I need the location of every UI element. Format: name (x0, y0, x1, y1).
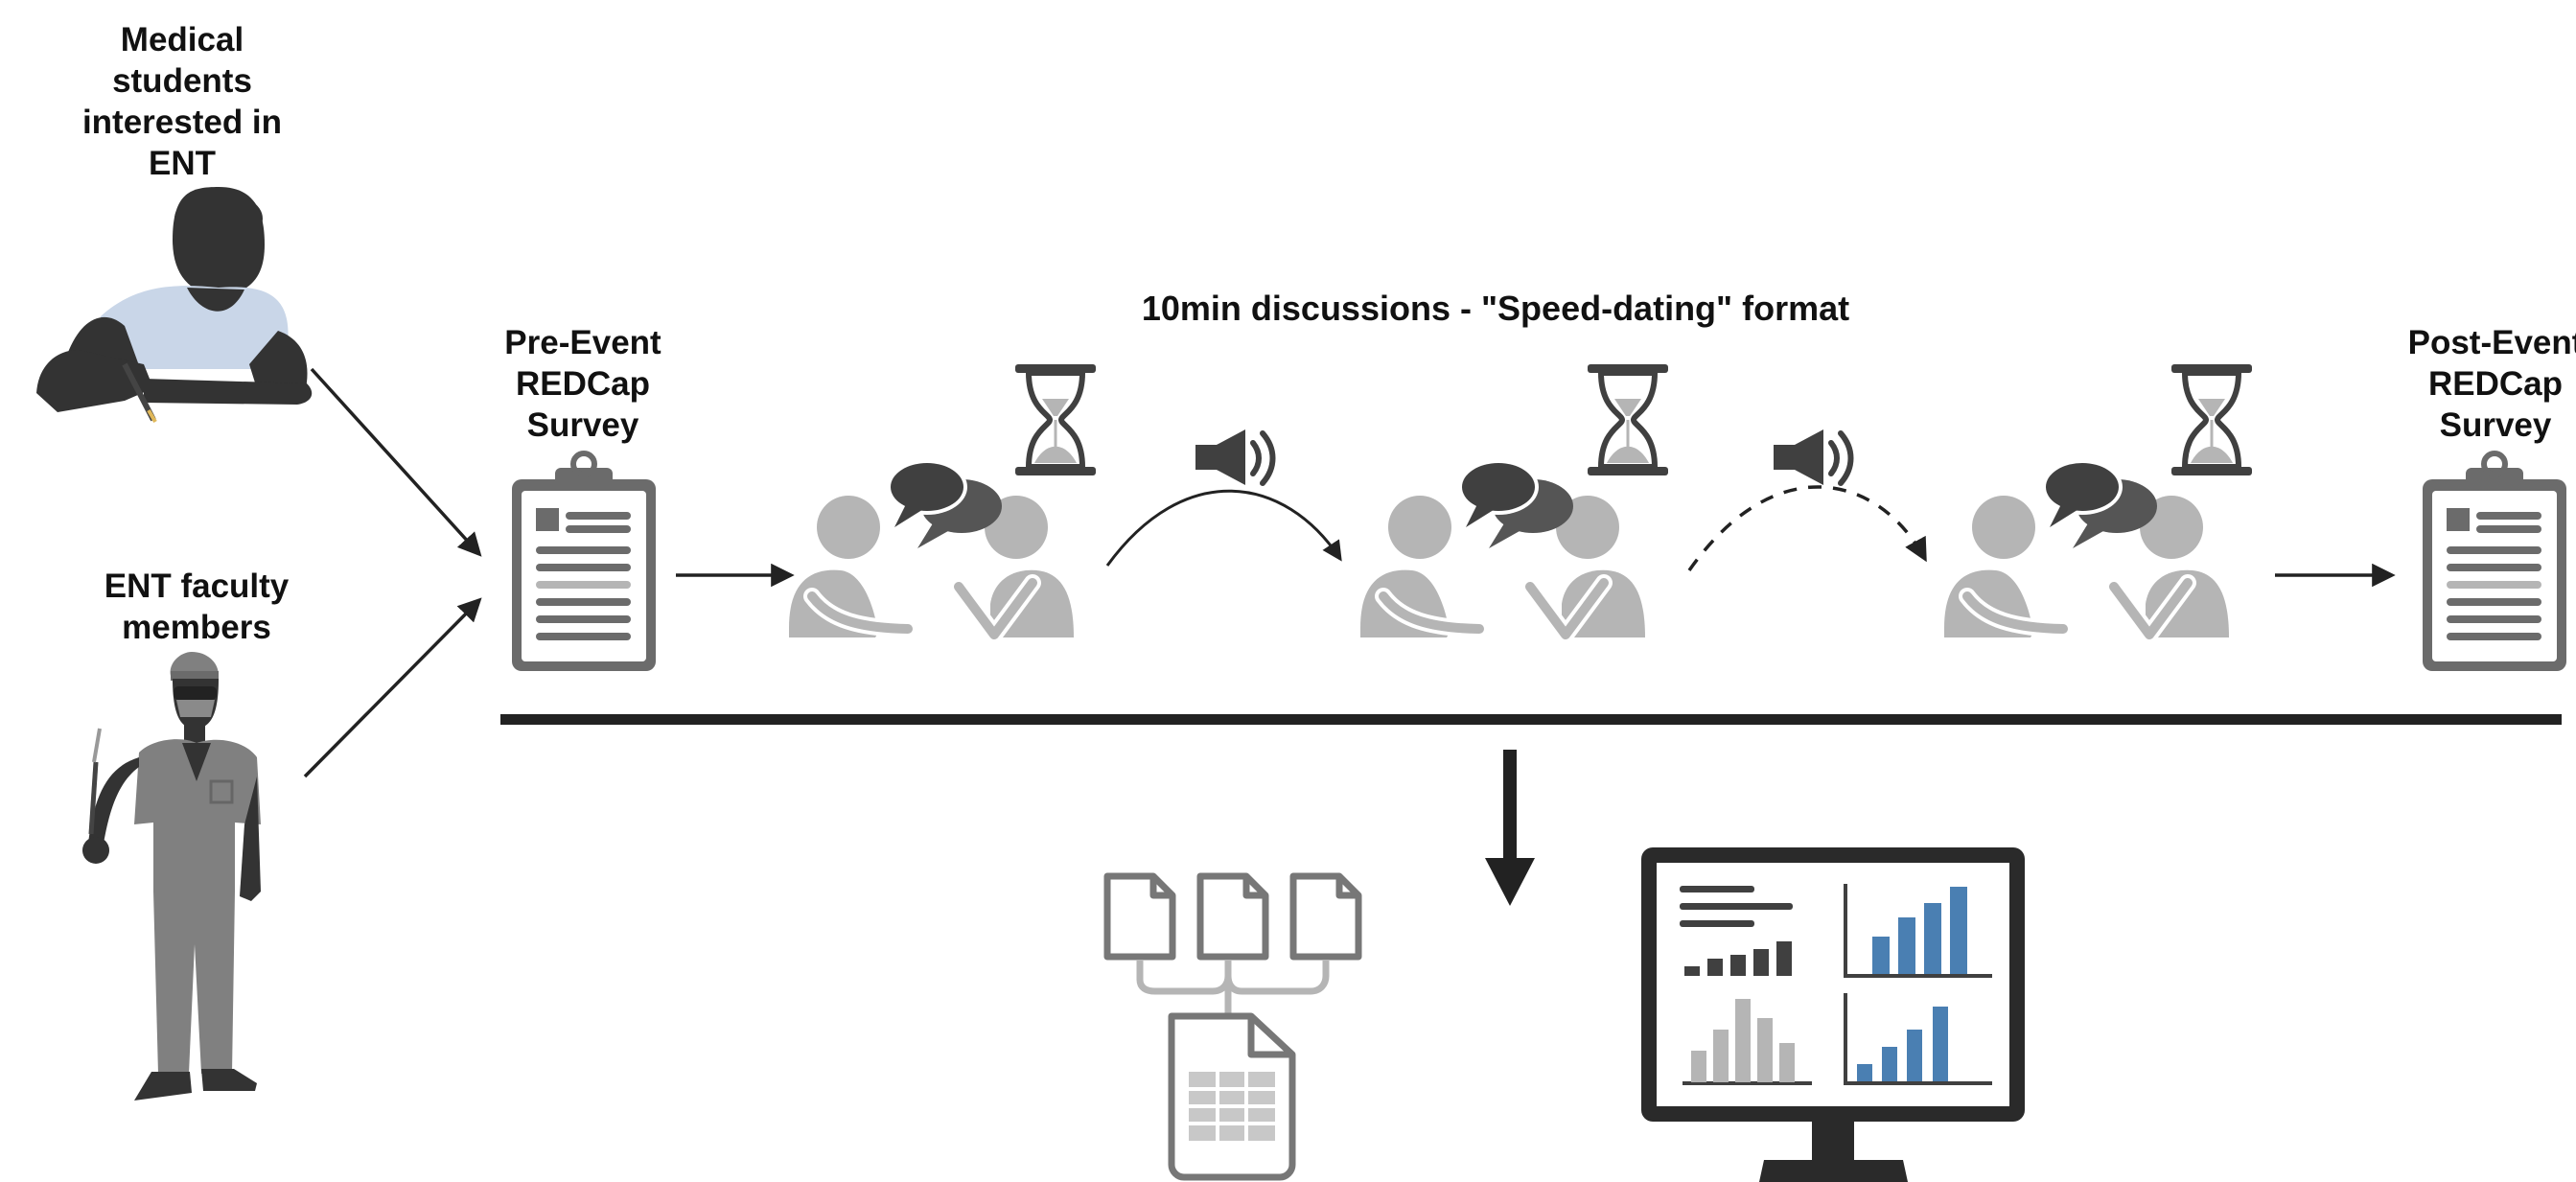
timeline-divider (500, 714, 2562, 725)
students-label-line: interested in (81, 104, 283, 141)
pre-survey-label: Pre-Event REDCap Survey (477, 322, 688, 446)
students-label-line: Medical (120, 21, 244, 58)
post-survey-clipboard-icon (2423, 453, 2566, 671)
monitor-dashboard-icon (1641, 847, 2025, 1182)
faculty-label: ENT faculty members (72, 566, 321, 648)
post-survey-label: Post-Event REDCap Survey (2390, 322, 2576, 446)
conversation-icon (789, 459, 1074, 637)
faculty-label-line: ENT faculty (104, 568, 290, 605)
post-survey-label-line: Post-Event (2407, 324, 2576, 361)
megaphone-icon (1774, 429, 1851, 485)
discussion-format-title: 10min discussions - "Speed-dating" forma… (1141, 289, 1850, 328)
conversation-icon (1944, 459, 2229, 637)
students-label: Medical students interested in ENT (58, 19, 307, 184)
students-label-line: students (112, 62, 252, 100)
hourglass-icon (1588, 364, 1668, 475)
pre-survey-label-line: REDCap (515, 365, 651, 403)
students-label-line: ENT (149, 145, 216, 182)
documents-merge-icon (1107, 876, 1358, 1181)
down-arrow-icon (1485, 750, 1535, 906)
pre-survey-label-line: Survey (526, 406, 639, 444)
student-figure-icon (36, 187, 313, 424)
pre-survey-label-line: Pre-Event (504, 324, 661, 361)
faculty-label-line: members (122, 609, 271, 646)
megaphone-icon (1195, 429, 1273, 485)
post-survey-label-line: REDCap (2427, 365, 2564, 403)
hourglass-icon (1015, 364, 1096, 475)
hourglass-icon (2171, 364, 2252, 475)
post-survey-label-line: Survey (2439, 406, 2552, 444)
pre-survey-clipboard-icon (512, 453, 656, 671)
conversation-icon (1360, 459, 1645, 637)
surgeon-figure-icon (82, 652, 261, 1101)
